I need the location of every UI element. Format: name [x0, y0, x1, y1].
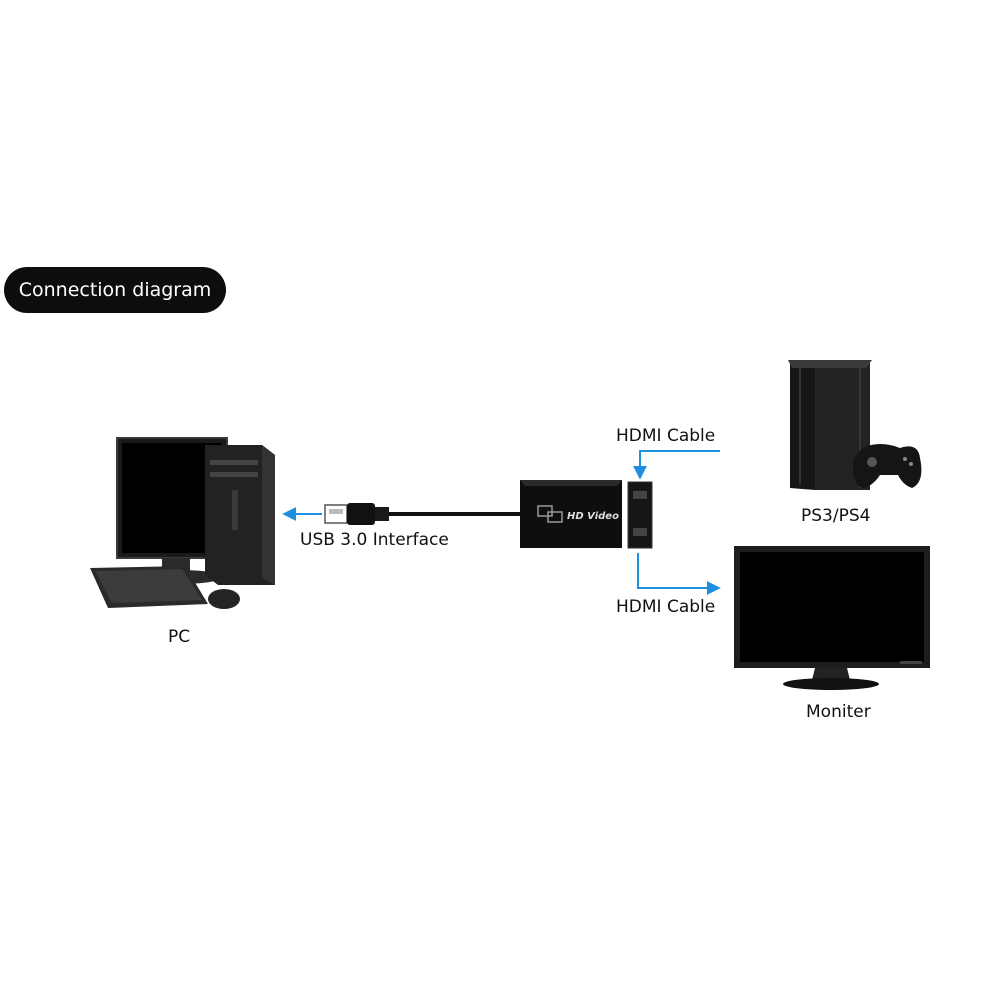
hdmi-in-label: HDMI Cable — [616, 426, 716, 446]
pc-icon — [90, 437, 275, 609]
diagram-title-badge: Connection diagram — [4, 267, 226, 313]
usb-label: USB 3.0 Interface — [300, 530, 449, 550]
pc-label: PC — [168, 627, 191, 647]
hdmi-out-label: HDMI Cable — [616, 597, 716, 617]
console-label: PS3/PS4 — [801, 506, 871, 526]
hdmi-out-arrow — [637, 553, 721, 595]
gamepad-icon — [853, 444, 922, 488]
monitor-icon — [734, 546, 930, 690]
usb-plug-icon — [324, 503, 520, 525]
capture-device-icon: HD Video — [520, 480, 653, 549]
device-text: HD Video — [567, 511, 619, 522]
hdmi-in-arrow — [633, 450, 720, 480]
monitor-label: Moniter — [806, 702, 871, 722]
